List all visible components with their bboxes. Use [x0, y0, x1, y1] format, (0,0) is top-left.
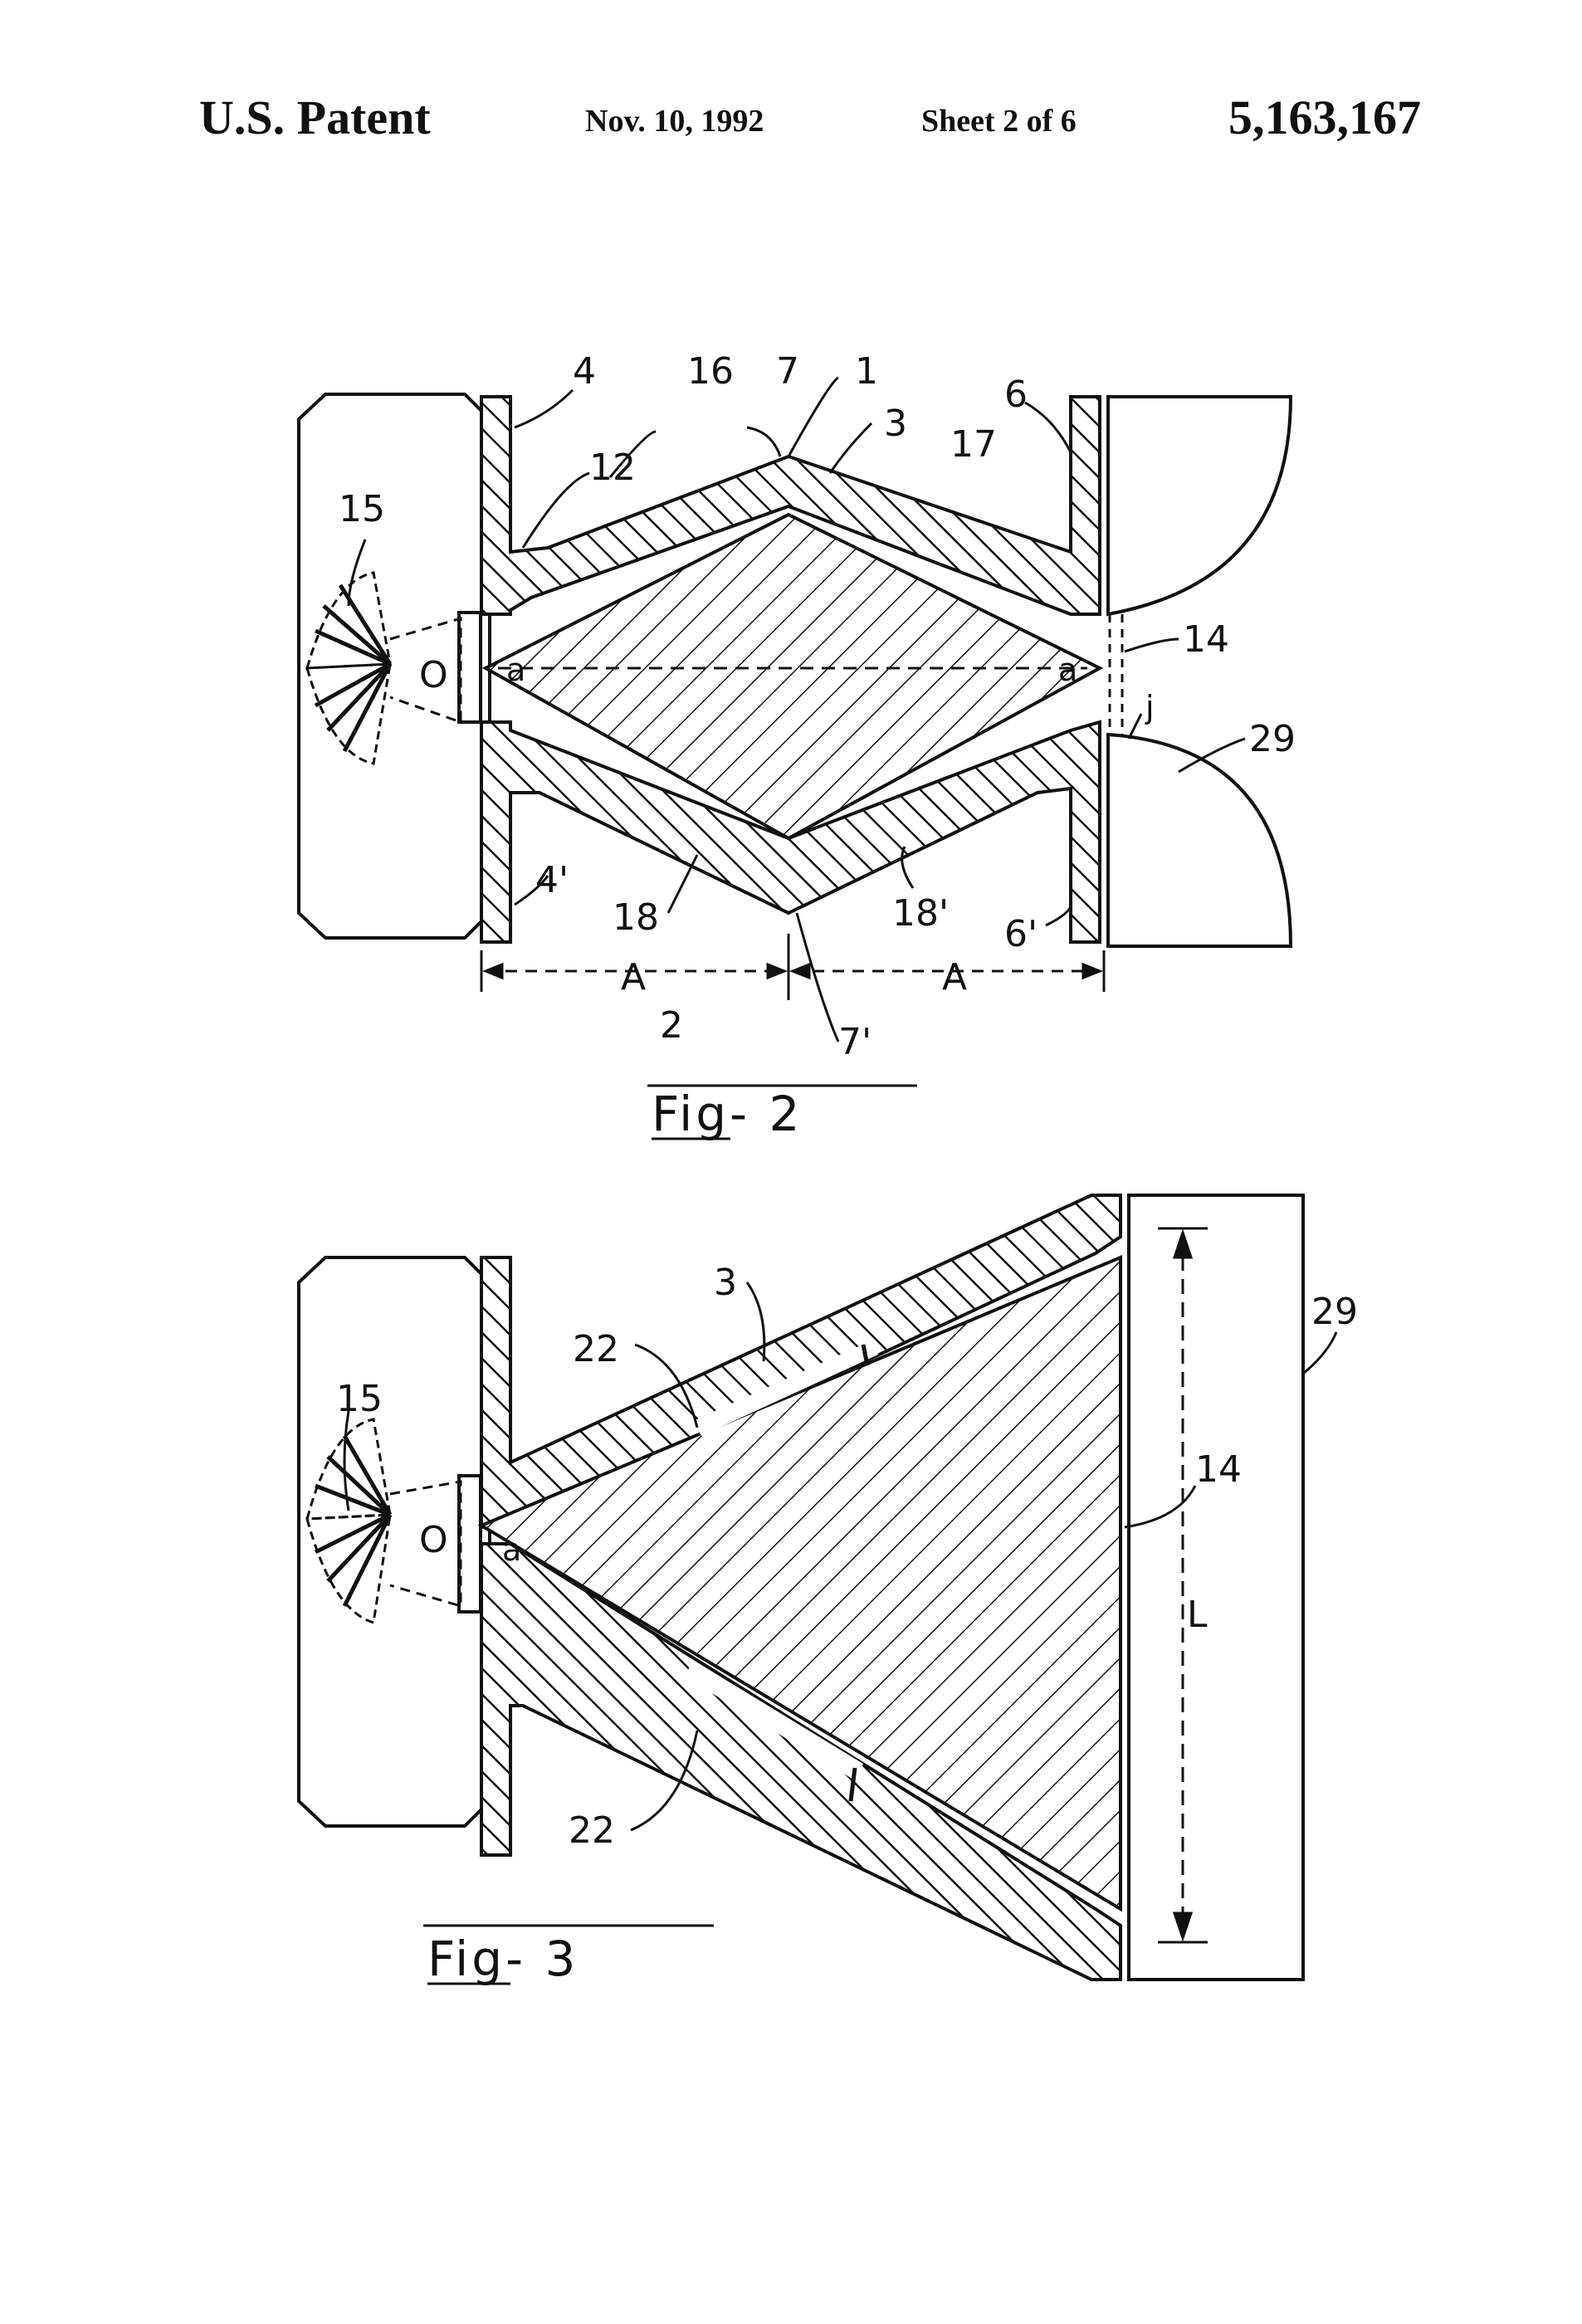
fig3-label-a: a	[502, 1531, 521, 1568]
fig3-label-22-top: 22	[573, 1328, 619, 1370]
fig2-label-7: 7	[776, 350, 799, 393]
fig2-label-29: 29	[1249, 718, 1296, 760]
fig2-label-1: 1	[855, 350, 878, 393]
fig2-label-A-left: A	[621, 956, 646, 998]
header-date: Nov. 10, 1992	[585, 104, 764, 139]
fig2-label-3: 3	[884, 403, 907, 445]
fig3-spray-fan	[305, 1418, 393, 1624]
fig2-label-4-prime: 4'	[535, 859, 569, 901]
fig2-label-a-left: a	[506, 652, 525, 688]
fig2-label-6-prime: 6'	[1004, 913, 1038, 955]
fig3-lower-wall	[480, 1542, 1122, 1981]
fig2-label-15: 15	[339, 488, 385, 530]
fig2-nozzle-housing	[297, 393, 491, 940]
fig3-label-O: O	[419, 1519, 448, 1561]
fig3-label-14: 14	[1195, 1448, 1242, 1491]
fig2-label-2: 2	[660, 1004, 683, 1047]
fig2-label-4: 4	[573, 350, 596, 393]
fig2-lower-target	[1106, 732, 1293, 948]
fig2-caption: Fig- 2	[652, 1086, 803, 1142]
fig3-triangle-core	[477, 1254, 1122, 1912]
fig3-caption: Fig- 3	[427, 1931, 579, 1987]
fig2-upper-wall	[480, 395, 1101, 616]
fig2-label-O: O	[419, 654, 448, 696]
figure-3: 3 29 22 15 14 O a L 22 Fig- 3	[297, 1194, 1358, 1987]
fig2-label-14: 14	[1183, 618, 1229, 661]
fig2-leader-lines	[347, 376, 1246, 1042]
fig3-flow-channel-gaps	[685, 1340, 878, 1802]
fig2-label-16: 16	[687, 350, 734, 393]
fig2-diamond-core	[481, 512, 1104, 841]
fig3-label-15: 15	[336, 1378, 383, 1420]
header-sheet: Sheet 2 of 6	[921, 104, 1077, 139]
fig3-orifice	[457, 1474, 482, 1614]
fig2-upper-target	[1106, 395, 1293, 617]
fig2-dimension-lines	[480, 934, 1106, 1000]
fig2-label-17: 17	[950, 423, 997, 466]
header-patent-number: 5,163,167	[1228, 90, 1421, 144]
fig3-leader-lines	[343, 1282, 1338, 1832]
fig2-label-18: 18	[613, 896, 659, 939]
fig2-label-6: 6	[1004, 374, 1028, 416]
fig2-spray-fan	[305, 571, 393, 765]
figure-2: 4 16 7 1 6 3 17 12 15 O a a 14 j 29 4' 1…	[297, 350, 1296, 1142]
fig2-label-A-right: A	[942, 956, 967, 998]
fig3-target-plate	[1127, 1194, 1305, 1981]
fig3-label-3: 3	[714, 1262, 737, 1304]
fig3-label-29: 29	[1311, 1291, 1358, 1333]
fig2-label-12: 12	[589, 447, 636, 489]
fig3-label-L: L	[1187, 1594, 1208, 1636]
header-patent-label: U.S. Patent	[199, 90, 431, 144]
fig2-label-18-prime: 18'	[892, 892, 949, 935]
fig2-label-7-prime: 7'	[838, 1021, 872, 1063]
fig2-label-a-right: a	[1058, 652, 1077, 688]
fig3-label-22-bottom: 22	[569, 1809, 615, 1852]
fig2-orifice	[457, 611, 482, 724]
fig3-nozzle-housing	[297, 1256, 491, 1828]
fig2-lower-wall	[480, 720, 1101, 944]
fig2-label-j: j	[1145, 689, 1155, 725]
fig3-dimension-L	[1158, 1227, 1208, 1944]
